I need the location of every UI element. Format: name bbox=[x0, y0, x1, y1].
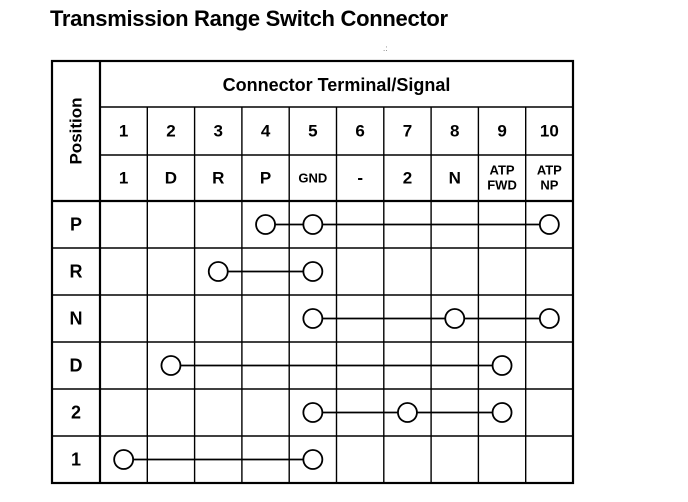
continuity-terminal bbox=[302, 261, 324, 282]
terminal-signal: GND bbox=[298, 171, 327, 186]
terminal-number: 3 bbox=[214, 122, 223, 141]
continuity-terminal bbox=[302, 402, 324, 423]
terminal-number: 4 bbox=[261, 122, 271, 141]
terminal-signal: 2 bbox=[403, 169, 412, 188]
terminal-number: 5 bbox=[308, 122, 317, 141]
continuity-row bbox=[255, 214, 560, 235]
continuity-terminal bbox=[255, 214, 276, 235]
terminal-signal: - bbox=[357, 169, 363, 188]
continuity-terminal bbox=[538, 308, 560, 329]
continuity-row bbox=[113, 449, 324, 470]
continuity-terminal bbox=[302, 308, 324, 329]
terminal-signal: R bbox=[212, 169, 224, 188]
continuity-row bbox=[302, 308, 560, 329]
continuity-row bbox=[160, 355, 513, 376]
terminal-signal: NP bbox=[540, 178, 558, 193]
terminal-signal: ATP bbox=[537, 163, 562, 178]
continuity-terminal bbox=[538, 214, 560, 235]
position-label: 2 bbox=[71, 403, 81, 423]
position-label: P bbox=[70, 215, 82, 235]
position-label: D bbox=[70, 356, 83, 376]
position-label: N bbox=[70, 309, 83, 329]
continuity-terminal bbox=[491, 355, 513, 376]
continuity-connections bbox=[113, 214, 560, 470]
continuity-terminal bbox=[160, 355, 182, 376]
table-border bbox=[50, 59, 575, 485]
continuity-row bbox=[302, 402, 513, 423]
terminal-number: 6 bbox=[355, 122, 364, 141]
terminal-number: 9 bbox=[497, 122, 506, 141]
position-axis-label: Position bbox=[67, 97, 86, 164]
continuity-terminal bbox=[113, 449, 135, 470]
continuity-terminal bbox=[444, 308, 466, 329]
terminal-signal: P bbox=[260, 169, 271, 188]
continuity-terminal bbox=[302, 214, 324, 235]
table-grid bbox=[50, 59, 575, 485]
continuity-terminal bbox=[207, 261, 229, 282]
terminal-signal: FWD bbox=[487, 178, 517, 193]
terminal-signal: N bbox=[449, 169, 461, 188]
position-label: 1 bbox=[71, 450, 81, 470]
continuity-terminal bbox=[397, 402, 418, 423]
terminal-signal: ATP bbox=[490, 163, 515, 178]
terminal-signal: 1 bbox=[119, 169, 128, 188]
continuity-row bbox=[207, 261, 324, 282]
terminal-number: 10 bbox=[540, 122, 559, 141]
page-title: Transmission Range Switch Connector bbox=[50, 6, 448, 31]
stray-mark: .: bbox=[383, 44, 388, 53]
terminal-number: 2 bbox=[166, 122, 175, 141]
position-label: R bbox=[70, 262, 83, 282]
terminal-number: 8 bbox=[450, 122, 459, 141]
terminal-signal: D bbox=[165, 169, 177, 188]
continuity-terminal bbox=[302, 449, 324, 470]
terminal-number: 7 bbox=[403, 122, 412, 141]
continuity-terminal bbox=[491, 402, 513, 423]
connector-header-label: Connector Terminal/Signal bbox=[223, 75, 451, 95]
terminal-number: 1 bbox=[119, 122, 128, 141]
